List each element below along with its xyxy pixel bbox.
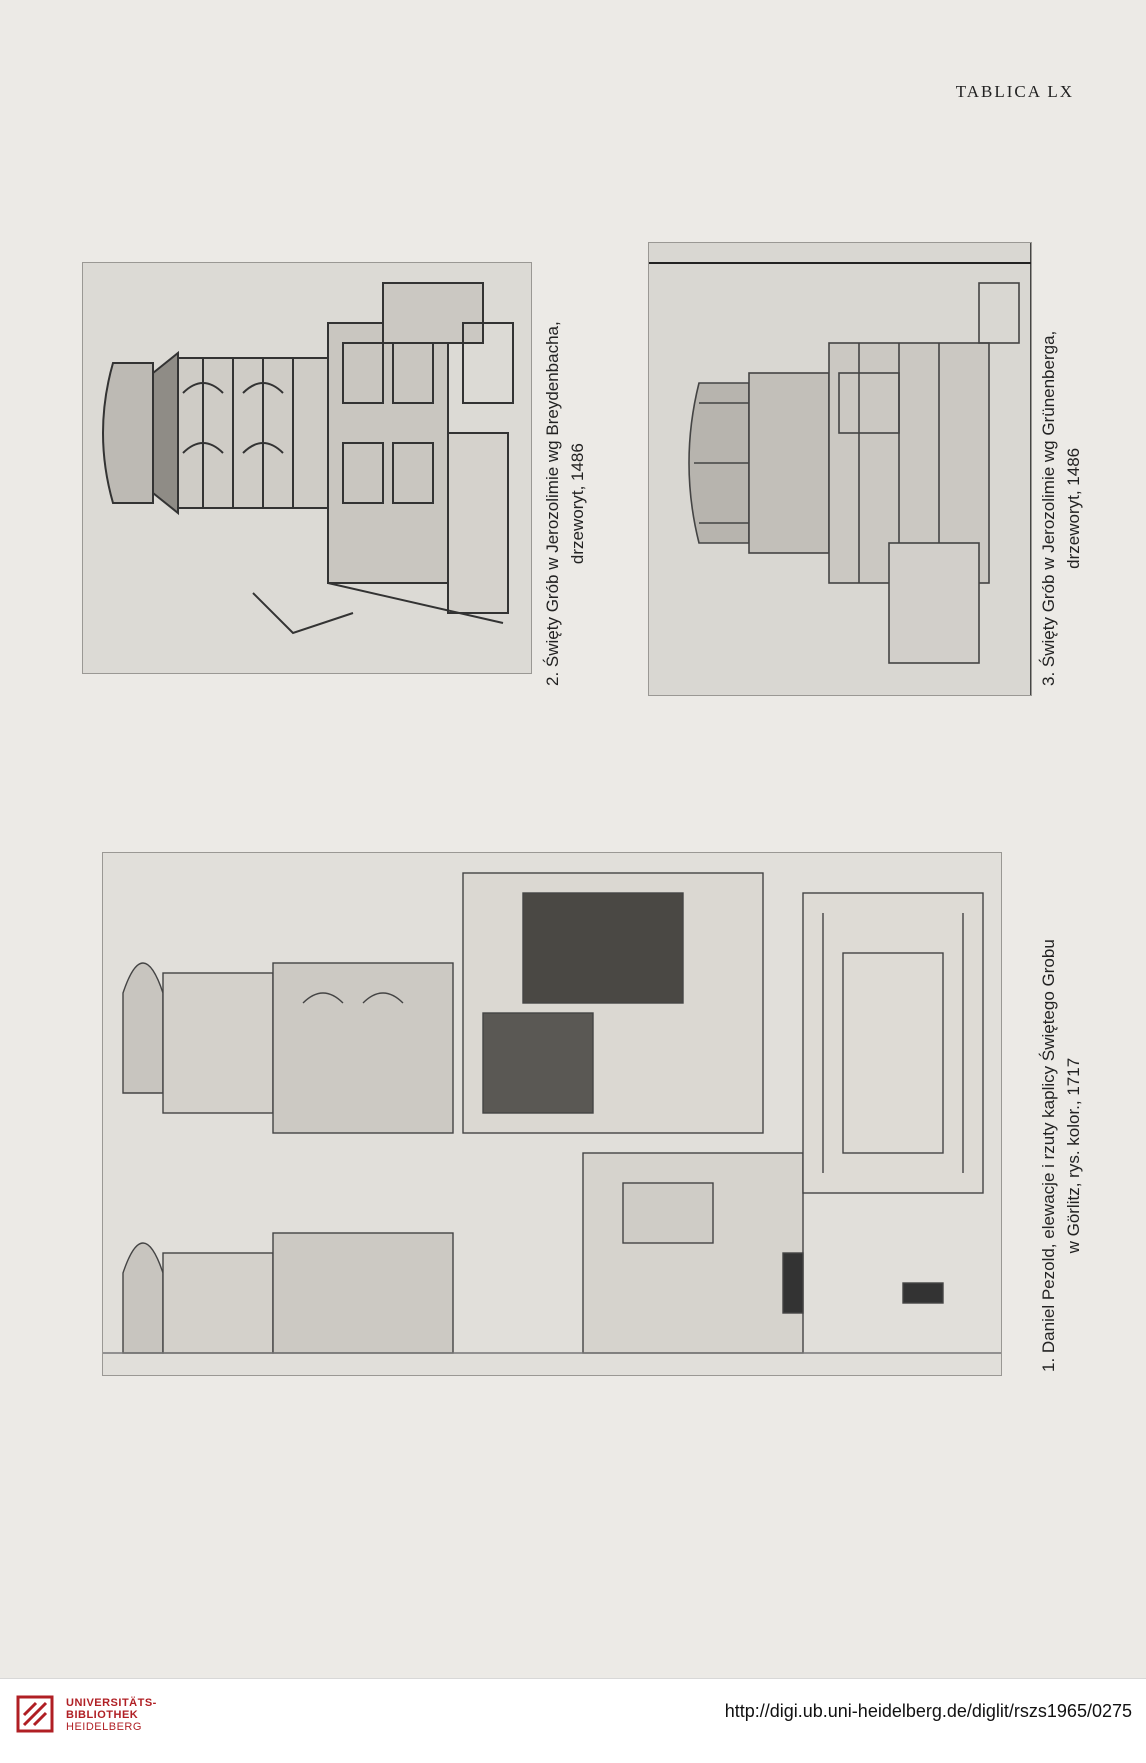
figure-3-caption: 3. Święty Grób w Jerozolimie wg Grünenbe… (1036, 331, 1086, 686)
logo-line-3: HEIDELBERG (66, 1721, 142, 1733)
source-url-link[interactable]: http://digi.ub.uni-heidelberg.de/diglit/… (724, 1701, 1132, 1721)
figure-3-caption-line2: drzeworyt, 1486 (1064, 447, 1083, 569)
figure-3-drawing (648, 242, 1032, 696)
page-title: TABLICA LX (955, 82, 1074, 101)
figure-2-caption-line1: 2. Święty Grób w Jerozolimie wg Breydenb… (543, 321, 562, 686)
figure-2-woodcut (82, 262, 532, 674)
logo-wordmark: UNIVERSITÄTS- BIBLIOTHEK HEIDELBERG (66, 1697, 157, 1733)
footer-bar: UNIVERSITÄTS- BIBLIOTHEK HEIDELBERG http… (0, 1678, 1146, 1763)
logo-line-2: BIBLIOTHEK (66, 1709, 139, 1721)
figure-1-caption: 1. Daniel Pezold, elewacje i rzuty kapli… (1036, 939, 1086, 1372)
figure-1-caption-line2: w Görlitz, rys. kolor., 1717 (1064, 1057, 1083, 1254)
figure-1-caption-line1: 1. Daniel Pezold, elewacje i rzuty kapli… (1039, 939, 1058, 1372)
university-library-logo-icon (14, 1693, 56, 1735)
figure-1-drawing (102, 852, 1002, 1376)
figure-2-caption-line2: drzeworyt, 1486 (568, 443, 587, 565)
figure-2-caption: 2. Święty Grób w Jerozolimie wg Breydenb… (540, 321, 590, 686)
figure-3-caption-line1: 3. Święty Grób w Jerozolimie wg Grünenbe… (1039, 330, 1058, 686)
logo-line-1: UNIVERSITÄTS- (66, 1697, 157, 1709)
